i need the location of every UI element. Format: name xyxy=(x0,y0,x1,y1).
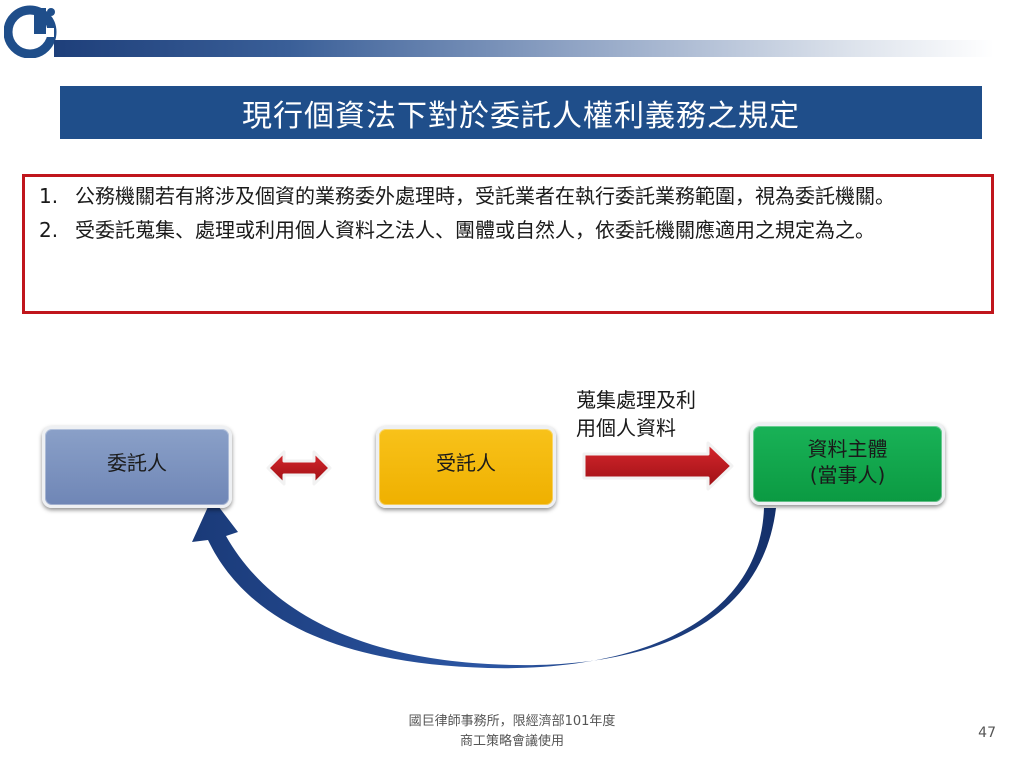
bullet-item: 1. 公務機關若有將涉及個資的業務委外處理時，受託業者在執行委託業務範圍，視為委… xyxy=(39,182,971,210)
arrow-label: 蒐集處理及利 用個人資料 xyxy=(576,386,746,442)
company-logo xyxy=(4,5,57,58)
bullet-number: 1. xyxy=(39,184,59,208)
arrow-label-line: 蒐集處理及利 xyxy=(576,388,696,412)
trustee-box: 受託人 xyxy=(376,426,556,508)
curved-return-arrow-icon xyxy=(192,498,776,669)
data-subject-box: 資料主體 (當事人) xyxy=(750,423,945,505)
page-number: 47 xyxy=(978,725,996,741)
footer-note: 國巨律師事務所，限經濟部101年度 商工策略會議使用 xyxy=(330,712,694,752)
slide-title-bar: 現行個資法下對於委託人權利義務之規定 xyxy=(60,86,982,139)
bullet-item: 2. 受委託蒐集、處理或利用個人資料之法人、團體或自然人，依委託機關應適用之規定… xyxy=(39,216,971,244)
delegator-box: 委託人 xyxy=(42,426,232,508)
arrow-label-line: 用個人資料 xyxy=(576,416,676,440)
bullet-text: 受委託蒐集、處理或利用個人資料之法人、團體或自然人，依委託機關應適用之規定為之。 xyxy=(75,218,875,242)
data-subject-sublabel: (當事人) xyxy=(809,463,886,487)
slide-title: 現行個資法下對於委託人權利義務之規定 xyxy=(242,98,800,134)
right-arrow-icon xyxy=(582,441,734,491)
footer-line: 商工策略會議使用 xyxy=(459,734,564,749)
data-subject-label: 資料主體 xyxy=(807,437,888,461)
bullet-number: 2. xyxy=(39,218,59,242)
header-gradient-bar xyxy=(54,40,994,57)
trustee-label: 受託人 xyxy=(436,451,496,475)
bullet-text: 公務機關若有將涉及個資的業務委外處理時，受託業者在執行委託業務範圍，視為委託機關… xyxy=(75,184,895,208)
delegator-label: 委託人 xyxy=(107,451,167,475)
bullet-list-box: 1. 公務機關若有將涉及個資的業務委外處理時，受託業者在執行委託業務範圍，視為委… xyxy=(22,174,994,314)
footer-line: 國巨律師事務所，限經濟部101年度 xyxy=(408,714,616,729)
double-arrow-icon xyxy=(266,450,332,486)
